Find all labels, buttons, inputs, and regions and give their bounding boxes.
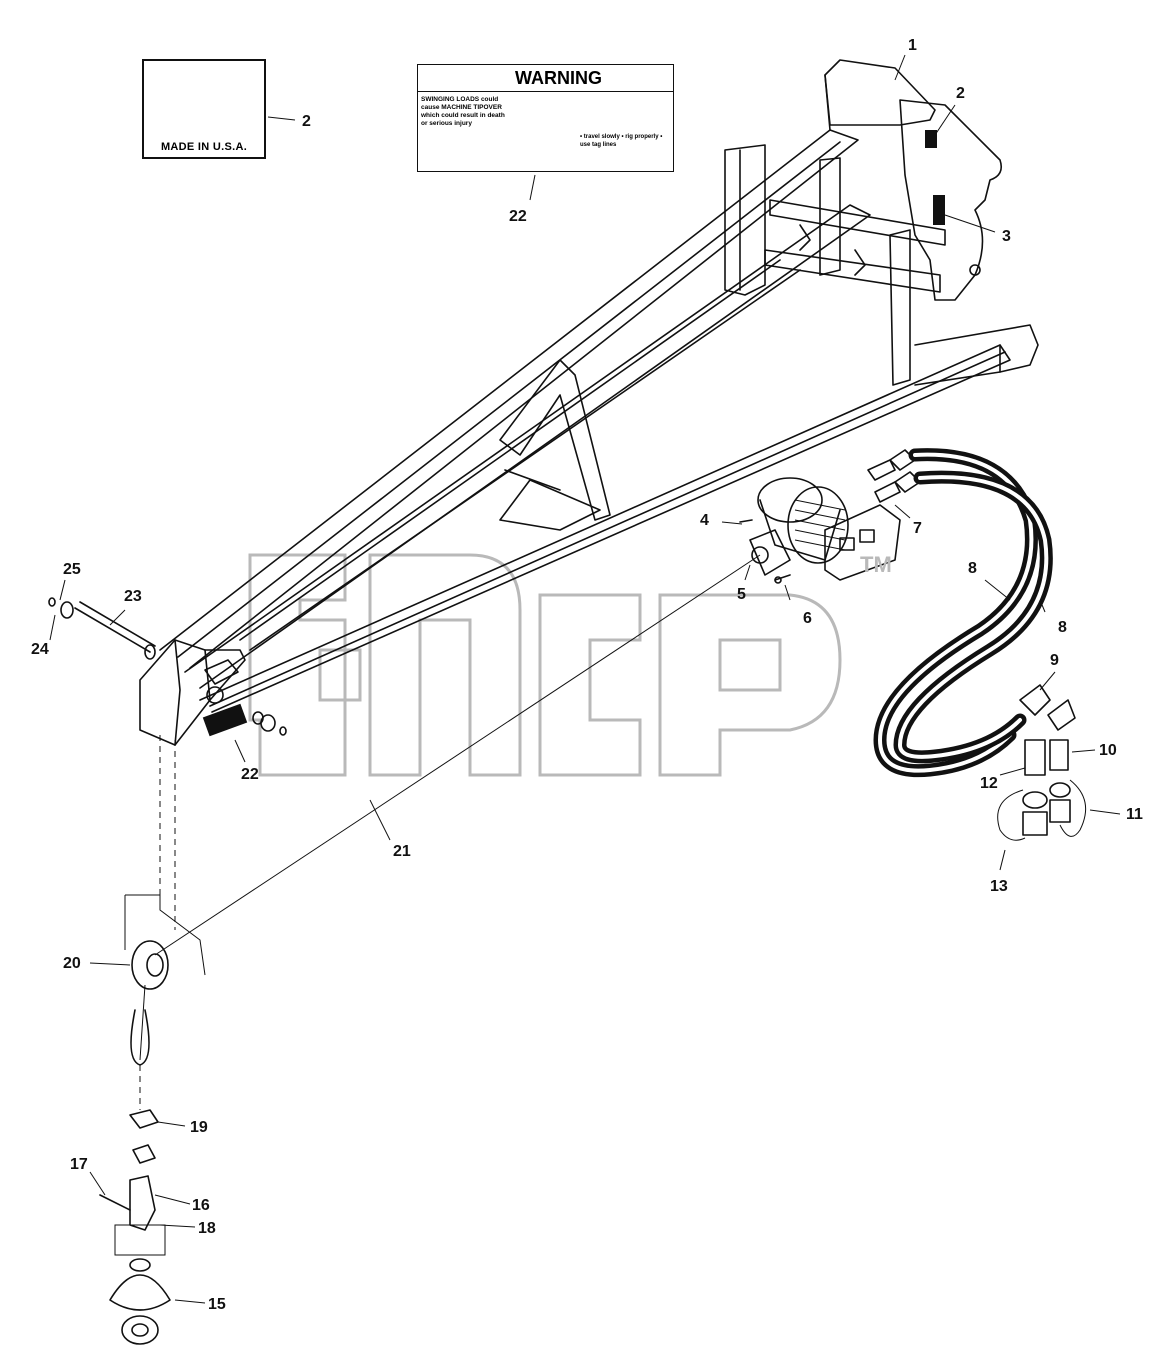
watermark-tm: TM <box>860 552 892 577</box>
callout-11: 11 <box>1126 806 1143 823</box>
callout-12: 12 <box>980 775 998 792</box>
callout-24: 24 <box>31 641 49 658</box>
warning-decal: WARNING SWINGING LOADS could cause MACHI… <box>417 64 674 172</box>
winch-assembly <box>739 449 921 584</box>
warning-instructions-text: • travel slowly • rig properly • use tag… <box>580 134 663 148</box>
callout-9: 9 <box>1050 652 1059 669</box>
callout-20: 20 <box>63 955 81 972</box>
callout-17: 17 <box>70 1156 88 1173</box>
callout-2: 2 <box>302 113 311 130</box>
callout-5: 5 <box>737 586 746 603</box>
callout-21: 21 <box>393 843 411 860</box>
callout-22: 22 <box>241 766 259 783</box>
callout-18: 18 <box>198 1220 216 1237</box>
warning-header: WARNING <box>418 65 673 92</box>
callout-4: 4 <box>700 512 709 529</box>
warning-body-text: SWINGING LOADS could cause MACHINE TIPOV… <box>421 96 505 127</box>
callout-25: 25 <box>63 561 81 578</box>
callout-8: 8 <box>1058 619 1067 636</box>
warning-title: WARNING <box>515 68 602 88</box>
callout-3: 3 <box>1002 228 1011 245</box>
callout-13: 13 <box>990 878 1008 895</box>
callout-23: 23 <box>124 588 142 605</box>
hydraulic-hoses <box>873 448 1053 778</box>
callout-8: 8 <box>968 560 977 577</box>
callout-19: 19 <box>190 1119 208 1136</box>
quick-couplers <box>997 684 1087 841</box>
callout-16: 16 <box>192 1197 210 1214</box>
callout-7: 7 <box>913 520 922 537</box>
cable-and-hook <box>99 554 761 1345</box>
boom-frame <box>48 59 1039 746</box>
callout-10: 10 <box>1099 742 1117 759</box>
watermark-logo <box>248 553 842 777</box>
callout-22: 22 <box>509 208 527 225</box>
leader-lines <box>49 54 1121 1304</box>
made-in-usa-text: MADE IN U.S.A. <box>160 141 248 153</box>
callout-6: 6 <box>803 610 812 627</box>
callout-1: 1 <box>908 37 917 54</box>
made-in-usa-decal: MADE IN U.S.A. <box>142 59 266 159</box>
callout-2: 2 <box>956 85 965 102</box>
callout-15: 15 <box>208 1296 226 1313</box>
